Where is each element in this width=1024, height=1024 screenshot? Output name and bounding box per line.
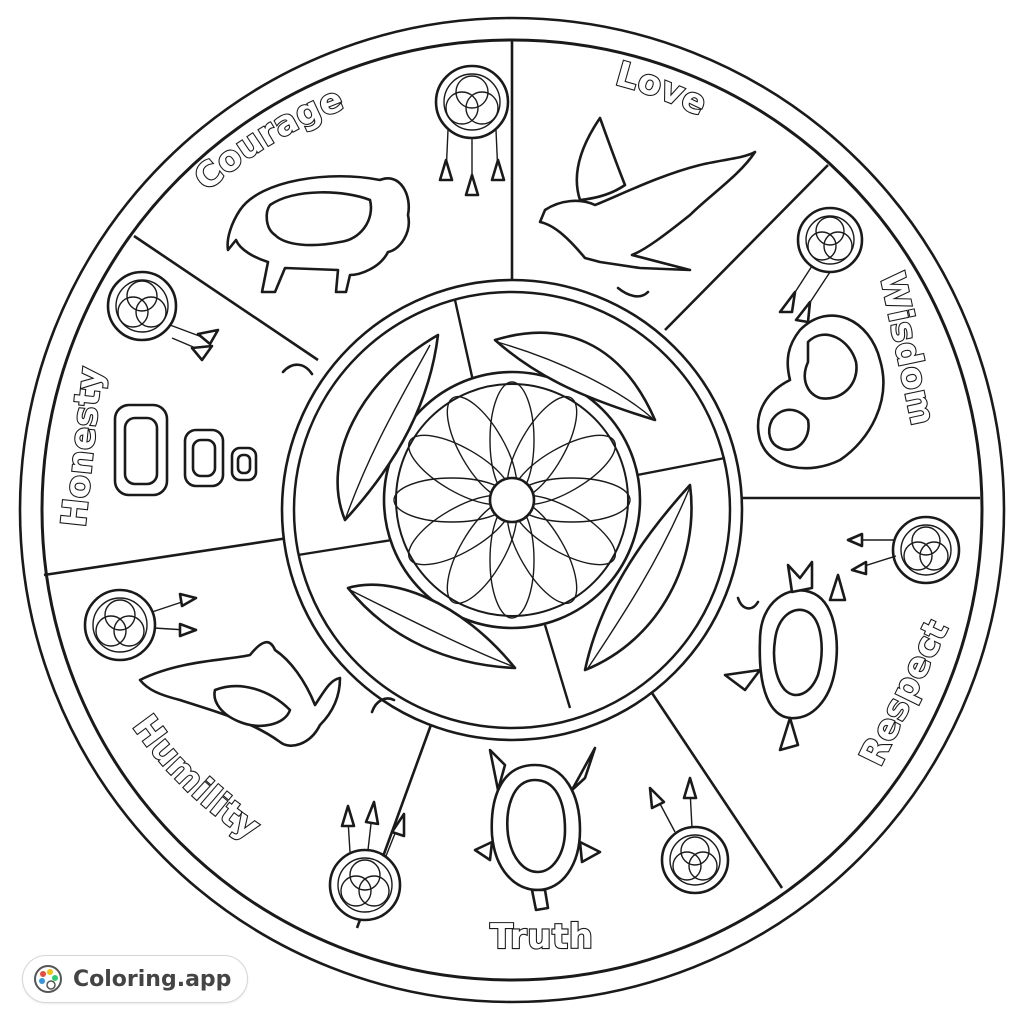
dreamcatcher-icon — [778, 206, 864, 324]
ring-hooks — [281, 286, 760, 714]
middle-ring-inner — [292, 290, 732, 730]
inner-dividers — [297, 299, 726, 709]
dreamcatcher-icon — [83, 588, 198, 662]
palette-icon — [34, 965, 62, 993]
rocks-icon — [113, 403, 258, 497]
label-truth: Truth — [490, 917, 593, 957]
feather-icon — [346, 583, 517, 670]
watermark-text: Coloring.app — [73, 966, 232, 992]
feather-icon — [336, 333, 440, 522]
dreamcatcher-icon — [434, 64, 510, 197]
dreamcatcher-icon — [106, 270, 220, 362]
turtle-icon — [473, 746, 602, 912]
center-dreamcatcher-icon — [382, 370, 642, 630]
eagle-icon — [538, 116, 757, 272]
bear-icon — [756, 314, 885, 470]
dreamcatcher-icon — [846, 515, 961, 585]
turtle-icon — [723, 560, 847, 752]
wolf-icon — [138, 641, 342, 747]
feather-icon — [493, 331, 657, 422]
dreamcatcher-icon — [648, 776, 730, 895]
buffalo-icon — [226, 174, 411, 294]
dreamcatcher-icon — [328, 800, 406, 922]
coloring-app-badge[interactable]: Coloring.app — [22, 955, 249, 1003]
feather-icon — [583, 483, 693, 672]
